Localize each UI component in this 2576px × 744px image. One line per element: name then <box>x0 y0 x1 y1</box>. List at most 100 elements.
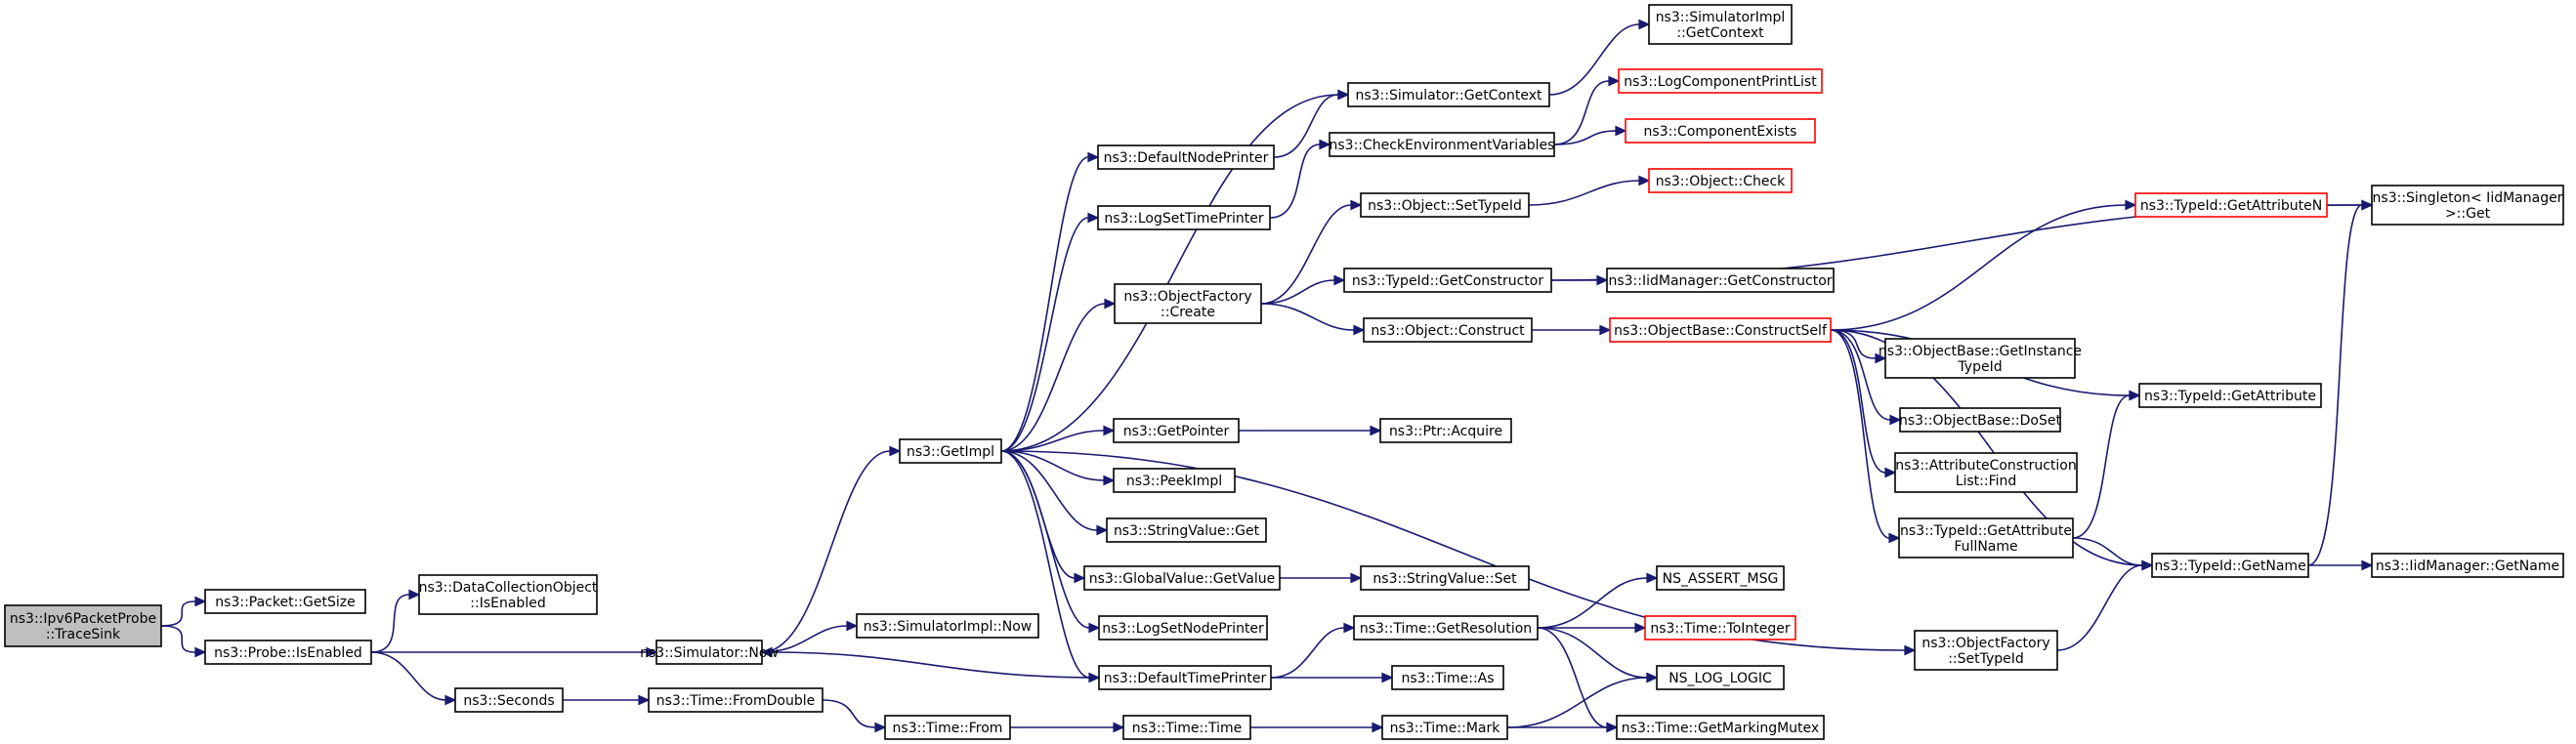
node-dcoenabled[interactable]: ns3::DataCollectionObject::IsEnabled <box>418 574 598 615</box>
node-label: ns3::ObjectBase::ConstructSelf <box>1614 323 1828 339</box>
node-iidgetname[interactable]: ns3::IidManager::GetName <box>2371 553 2564 578</box>
node-markingmutex[interactable]: ns3::Time::GetMarkingMutex <box>1616 715 1825 740</box>
edge-line <box>1000 156 1089 452</box>
node-typeidgetname[interactable]: ns3::TypeId::GetName <box>2151 553 2309 578</box>
edge-objfactcreate-to-getconstructor <box>1260 274 1346 305</box>
node-simimplnow[interactable]: ns3::SimulatorImpl::Now <box>856 613 1039 639</box>
node-defnodeprinter[interactable]: ns3::DefaultNodePrinter <box>1097 145 1275 170</box>
edge-line <box>1830 329 1891 421</box>
node-singletonget[interactable]: ns3::Singleton< IidManager>::Get <box>2371 185 2564 226</box>
node-nsloglogic[interactable]: NS_LOG_LOGIC <box>1656 665 1785 690</box>
arrowhead <box>1638 19 1651 30</box>
node-box <box>1329 132 1555 157</box>
node-box <box>1648 4 1793 45</box>
node-label: ns3::StringValue::Get <box>1114 523 1260 539</box>
node-box <box>1113 468 1236 493</box>
arrowhead <box>1103 425 1116 436</box>
edge-line <box>1830 204 2127 331</box>
node-label: ns3::Object::Construct <box>1371 323 1525 339</box>
node-compexists[interactable]: ns3::ComponentExists <box>1625 118 1816 144</box>
node-lognodeprinter[interactable]: ns3::LogSetNodePrinter <box>1098 615 1268 641</box>
node-label: ns3::Ipv6PacketProbe <box>10 611 156 627</box>
arrowhead <box>1350 199 1363 211</box>
node-timetime[interactable]: ns3::Time::Time <box>1122 715 1251 740</box>
edge-line <box>2056 564 2143 651</box>
node-label: ns3::Probe::IsEnabled <box>214 645 362 661</box>
node-getsize[interactable]: ns3::Packet::GetSize <box>204 589 366 614</box>
node-nsassert[interactable]: NS_ASSERT_MSG <box>1656 565 1785 591</box>
node-simimplgetctx[interactable]: ns3::SimulatorImpl::GetContext <box>1648 4 1793 45</box>
edge-simnow-to-simimplnow <box>761 620 859 653</box>
node-box <box>1360 192 1530 218</box>
node-iidgetctor[interactable]: ns3::IidManager::GetConstructor <box>1606 268 1835 293</box>
arrowhead <box>194 596 207 607</box>
edge-probeenabled-to-dcoenabled <box>370 589 421 653</box>
edge-line <box>1260 279 1335 305</box>
node-label: ns3::Simulator::GetContext <box>1355 88 1542 103</box>
node-box <box>1353 615 1539 641</box>
node-label: ns3::StringValue::Set <box>1372 571 1517 587</box>
node-timeas[interactable]: ns3::Time::As <box>1391 665 1504 690</box>
node-getconstructor[interactable]: ns3::TypeId::GetConstructor <box>1343 268 1552 293</box>
arrowhead <box>2129 390 2141 401</box>
node-logcompprint[interactable]: ns3::LogComponentPrintList <box>1618 68 1823 94</box>
node-objconstruct[interactable]: ns3::Object::Construct <box>1363 317 1533 343</box>
arrowhead <box>1888 532 1901 544</box>
arrowhead <box>408 589 421 600</box>
node-objfactsettypeid[interactable]: ns3::ObjectFactory::SetTypeId <box>1914 630 2058 671</box>
node-constructself[interactable]: ns3::ObjectBase::ConstructSelf <box>1609 317 1832 343</box>
arrowhead <box>1087 151 1100 163</box>
node-box <box>1884 338 2076 379</box>
edge-timetime-to-timemark <box>1250 722 1384 733</box>
edge-getresolution-to-tointeger <box>1538 622 1647 634</box>
node-checkenv[interactable]: ns3::CheckEnvironmentVariables <box>1329 132 1555 157</box>
edge-deftimeprinter-to-getresolution <box>1270 622 1356 679</box>
node-box <box>204 640 372 665</box>
node-timemark[interactable]: ns3::Time::Mark <box>1381 715 1508 740</box>
node-simnow[interactable]: ns3::Simulator::Now <box>640 640 779 665</box>
node-getattribute[interactable]: ns3::TypeId::GetAttribute <box>2138 383 2322 408</box>
node-ptracquire[interactable]: ns3::Ptr::Acquire <box>1379 418 1512 443</box>
node-getpointer[interactable]: ns3::GetPointer <box>1113 418 1240 443</box>
edge-line <box>1260 204 1352 305</box>
node-deftimeprinter[interactable]: ns3::DefaultTimePrinter <box>1098 665 1272 690</box>
node-getimpl[interactable]: ns3::GetImpl <box>899 438 1002 464</box>
node-tointeger[interactable]: ns3::Time::ToInteger <box>1644 615 1796 641</box>
edge-line <box>1000 450 1090 679</box>
node-timefrom[interactable]: ns3::Time::From <box>884 715 1011 740</box>
node-label: ns3::CheckEnvironmentVariables <box>1330 138 1555 153</box>
edge-line <box>1537 577 1648 629</box>
node-settypeid[interactable]: ns3::Object::SetTypeId <box>1360 192 1530 218</box>
node-box <box>1616 715 1825 740</box>
node-strvalset[interactable]: ns3::StringValue::Set <box>1360 565 1530 591</box>
node-label: ns3::IidManager::GetConstructor <box>1608 273 1832 289</box>
node-objcheck[interactable]: ns3::Object::Check <box>1648 168 1793 193</box>
edge-line <box>1830 329 1890 539</box>
node-doset[interactable]: ns3::ObjectBase::DoSet <box>1899 407 2061 433</box>
node-logsettime[interactable]: ns3::LogSetTimePrinter <box>1097 205 1271 230</box>
node-globalval[interactable]: ns3::GlobalValue::GetValue <box>1083 565 1281 591</box>
node-simgetcontext[interactable]: ns3::Simulator::GetContext <box>1347 82 1550 107</box>
node-getresolution[interactable]: ns3::Time::GetResolution <box>1353 615 1539 641</box>
node-getattributen[interactable]: ns3::TypeId::GetAttributeN <box>2134 192 2328 218</box>
node-objfactcreate[interactable]: ns3::ObjectFactory::Create <box>1114 283 1262 324</box>
arrowhead <box>1638 175 1651 186</box>
node-strvalget[interactable]: ns3::StringValue::Get <box>1106 517 1267 543</box>
node-label: ns3::DefaultNodePrinter <box>1104 150 1269 166</box>
node-label: NS_LOG_LOGIC <box>1668 671 1772 686</box>
node-box <box>1098 615 1268 641</box>
node-seconds[interactable]: ns3::Seconds <box>454 687 564 713</box>
node-box <box>1656 565 1785 591</box>
node-label: ns3::TypeId::GetConstructor <box>1352 273 1543 289</box>
edge-line <box>2072 537 2143 566</box>
arrowhead <box>1634 622 1647 634</box>
node-fromdouble[interactable]: ns3::Time::FromDouble <box>648 687 823 713</box>
arrowhead <box>1606 722 1619 733</box>
node-peekimpl[interactable]: ns3::PeekImpl <box>1113 468 1236 493</box>
node-probeenabled[interactable]: ns3::Probe::IsEnabled <box>204 640 372 665</box>
node-root[interactable]: ns3::Ipv6PacketProbe::TraceSink <box>4 604 162 647</box>
node-label: List::Find <box>1956 474 2017 489</box>
